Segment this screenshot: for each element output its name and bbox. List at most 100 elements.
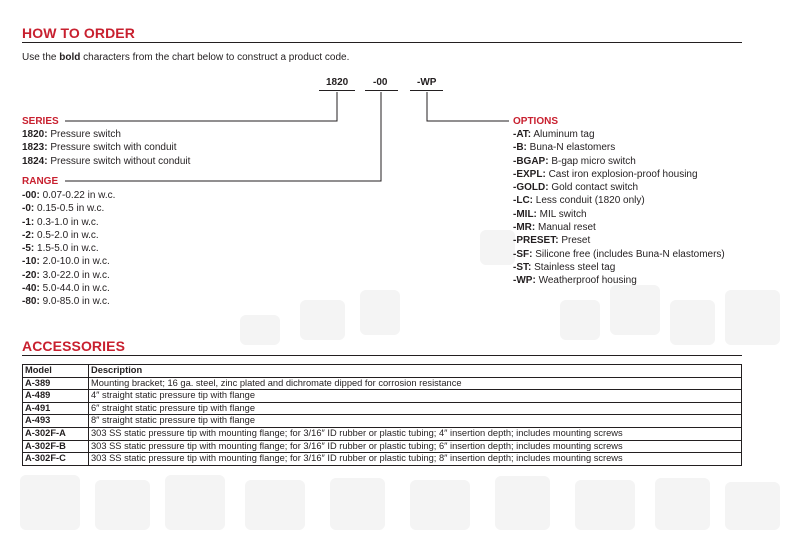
table-header-row: Model Description [22, 364, 742, 378]
option-code: -BGAP: [513, 155, 549, 167]
range-code: -1: [22, 216, 35, 228]
option-code: -MR: [513, 222, 536, 234]
range-item: -80: 9.0-85.0 in w.c. [22, 295, 115, 308]
background-tile [725, 290, 780, 345]
option-item: -MIL: MIL switch [513, 208, 725, 221]
background-tile [330, 478, 385, 530]
option-desc: Less conduit (1820 only) [535, 195, 645, 207]
option-desc: Stainless steel tag [534, 261, 616, 273]
background-tile [725, 482, 780, 530]
model-cell: A-302F-C [22, 452, 89, 466]
background-tile [165, 475, 225, 530]
code-part-series: 1820 [326, 77, 349, 88]
series-item: 1824: Pressure switch without conduit [22, 155, 190, 168]
option-code: -MIL: [513, 208, 537, 220]
description-cell: 8″ straight static pressure tip with fla… [88, 414, 742, 428]
option-desc: Gold contact switch [551, 182, 639, 194]
accessories-table: Model Description A-389 Mounting bracket… [22, 364, 742, 466]
range-list: -00: 0.07-0.22 in w.c. -0: 0.15-0.5 in w… [22, 189, 115, 309]
option-item: -WP: Weatherproof housing [513, 274, 725, 287]
range-code: -0: [22, 203, 35, 215]
background-tile [480, 230, 515, 265]
option-code: -AT: [513, 129, 532, 140]
code-underline-options [410, 90, 443, 91]
accessories-heading: ACCESSORIES [22, 338, 126, 354]
table-row: A-302F-A 303 SS static pressure tip with… [22, 426, 742, 441]
range-code: -40: [22, 283, 40, 295]
series-desc: Pressure switch without conduit [50, 155, 191, 167]
background-tile [610, 285, 660, 335]
option-item: -ST: Stainless steel tag [513, 261, 725, 274]
how-to-order-heading: HOW TO ORDER [22, 25, 135, 41]
option-code: -WP: [513, 275, 536, 287]
range-desc: 3.0-22.0 in w.c. [42, 269, 110, 281]
series-code: 1820: [22, 129, 48, 140]
option-code: -GOLD: [513, 182, 549, 194]
option-item: -B: Buna-N elastomers [513, 141, 725, 154]
code-underline-series [319, 90, 355, 91]
background-tile [20, 475, 80, 530]
intro-bold: bold [59, 52, 81, 63]
range-desc: 0.5-2.0 in w.c. [37, 229, 99, 241]
background-tile [240, 315, 280, 345]
range-desc: 2.0-10.0 in w.c. [42, 256, 110, 268]
intro-pre: Use the [22, 52, 60, 63]
code-part-range: -00 [373, 77, 388, 88]
option-desc: MIL switch [539, 208, 587, 220]
range-code: -20: [22, 269, 40, 281]
model-column-header: Model [22, 364, 89, 378]
range-desc: 9.0-85.0 in w.c. [42, 296, 110, 308]
option-item: -EXPL: Cast iron explosion-proof housing [513, 168, 725, 181]
option-desc: B-gap micro switch [551, 155, 636, 167]
model-cell: A-491 [22, 401, 89, 416]
range-item: -20: 3.0-22.0 in w.c. [22, 269, 115, 282]
model-cell: A-489 [22, 389, 89, 403]
background-tile [410, 480, 470, 530]
code-underline-range [365, 90, 398, 91]
description-cell: 6″ straight static pressure tip with fla… [88, 401, 742, 416]
option-code: -ST: [513, 261, 532, 273]
option-code: -PRESET: [513, 235, 559, 247]
description-cell: 4″ straight static pressure tip with fla… [88, 389, 742, 403]
range-item: -10: 2.0-10.0 in w.c. [22, 255, 115, 268]
series-list: 1820: Pressure switch 1823: Pressure swi… [22, 128, 190, 168]
option-desc: Preset [561, 235, 591, 247]
range-code: -10: [22, 256, 40, 268]
range-desc: 0.15-0.5 in w.c. [37, 203, 105, 215]
option-desc: Weatherproof housing [538, 275, 637, 287]
range-item: -2: 0.5-2.0 in w.c. [22, 229, 115, 242]
option-desc: Aluminum tag [533, 129, 595, 140]
background-tile [575, 480, 635, 530]
option-desc: Silicone free (includes Buna-N elastomer… [535, 248, 725, 260]
table-row: A-302F-C 303 SS static pressure tip with… [22, 452, 742, 466]
background-tile [95, 480, 150, 530]
range-code: -2: [22, 229, 35, 241]
series-code: 1824: [22, 155, 48, 167]
option-code: -LC: [513, 195, 533, 207]
range-desc: 0.07-0.22 in w.c. [42, 190, 116, 201]
range-item: -0: 0.15-0.5 in w.c. [22, 202, 115, 215]
range-item: -5: 1.5-5.0 in w.c. [22, 242, 115, 255]
options-list: -AT: Aluminum tag -B: Buna-N elastomers … [513, 128, 725, 288]
range-code: -80: [22, 296, 40, 308]
background-tile [495, 476, 550, 530]
range-item: -00: 0.07-0.22 in w.c. [22, 189, 115, 202]
option-desc: Cast iron explosion-proof housing [548, 168, 698, 180]
table-row: A-389 Mounting bracket; 16 ga. steel, zi… [22, 376, 742, 391]
option-item: -GOLD: Gold contact switch [513, 181, 725, 194]
series-desc: Pressure switch with conduit [50, 142, 177, 154]
series-item: 1820: Pressure switch [22, 128, 190, 141]
option-desc: Manual reset [538, 222, 596, 234]
options-connector [426, 92, 509, 122]
range-desc: 0.3-1.0 in w.c. [37, 216, 99, 228]
background-tile [245, 480, 305, 530]
description-cell: Mounting bracket; 16 ga. steel, zinc pla… [88, 376, 742, 391]
intro-text: Use the bold characters from the chart b… [22, 52, 349, 63]
range-connector [65, 92, 382, 182]
range-desc: 5.0-44.0 in w.c. [42, 283, 110, 295]
option-item: -LC: Less conduit (1820 only) [513, 194, 725, 207]
option-code: -EXPL: [513, 168, 546, 180]
range-code: -00: [22, 190, 40, 201]
table-row: A-491 6″ straight static pressure tip wi… [22, 401, 742, 416]
